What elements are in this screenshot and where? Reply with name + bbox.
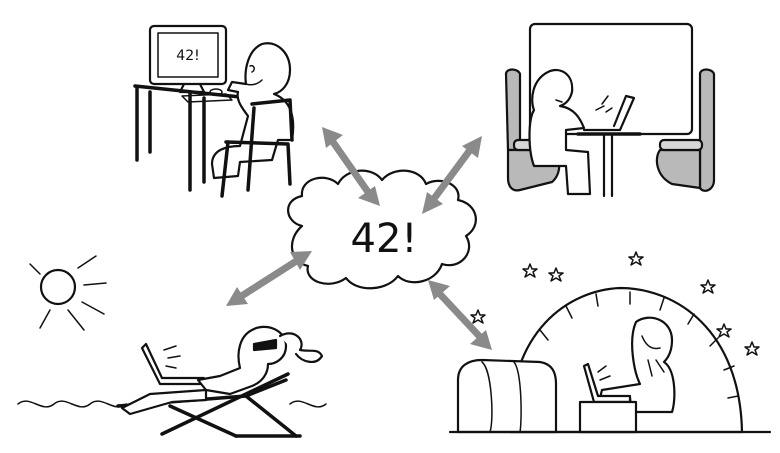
igloo-tunnel (456, 358, 558, 434)
train-scene (504, 22, 716, 198)
arrow-to-beach (226, 251, 312, 306)
train-laptop (582, 94, 636, 132)
beach-lounger (116, 372, 302, 438)
arrow-to-igloo (428, 280, 492, 350)
beach-laptop (140, 342, 206, 386)
desk-chair (220, 98, 294, 198)
sun-icon (29, 255, 107, 331)
beach-scene (17, 255, 327, 438)
monitor-screen (157, 32, 219, 78)
arrow-to-desk (322, 127, 380, 206)
sea-waves (17, 400, 327, 408)
arrow-to-train (422, 136, 482, 214)
igloo-scene (448, 251, 772, 434)
central-cloud: 42! (287, 169, 477, 290)
desk-top (133, 84, 252, 100)
person-on-beach (120, 325, 324, 416)
igloo-dome (508, 286, 744, 434)
igloo-box (578, 400, 638, 434)
person-on-train (528, 68, 592, 196)
office-desk-scene: 42! (133, 24, 295, 198)
cloud-answer-text: 42! (351, 216, 418, 262)
person-in-igloo (578, 316, 676, 434)
monitor-answer-text: 42! (176, 48, 199, 64)
train-seat-right (655, 68, 716, 192)
star-icons (470, 251, 760, 356)
